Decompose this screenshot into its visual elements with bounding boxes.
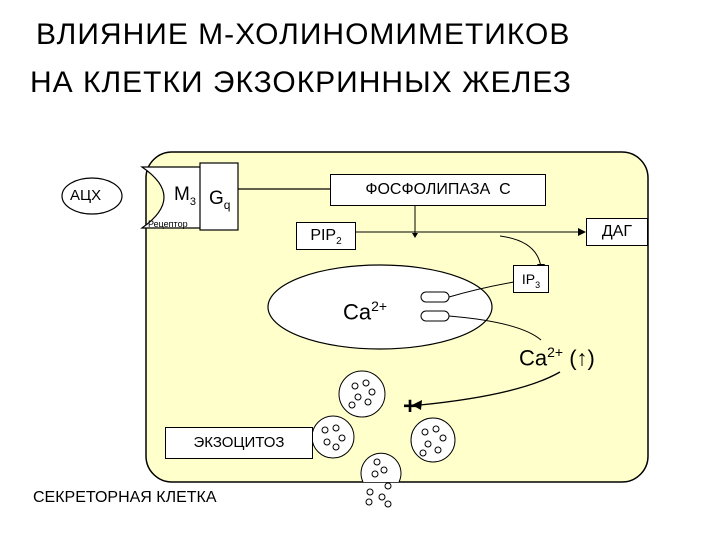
- phospholipase-c-label: ФОСФОЛИПАЗА С: [365, 181, 511, 198]
- receptor-label: Рецептор: [148, 219, 188, 229]
- calcium-store-label: Ca2+: [343, 298, 388, 325]
- cytosolic-calcium-label: Ca2+ (↑): [519, 344, 595, 371]
- dag-arrowhead: [578, 228, 586, 236]
- pip2-box: PIP2: [296, 222, 356, 250]
- ach-ellipse: [61, 177, 123, 215]
- granule-fusing: [360, 452, 402, 483]
- m3-receptor-shape: [140, 166, 203, 229]
- ca-channel-top: [420, 291, 450, 303]
- granule-right: [410, 417, 456, 463]
- granule-left: [311, 415, 355, 459]
- secretory-cell-label: СЕКРЕТОРНАЯ КЛЕТКА: [33, 489, 217, 506]
- plus-sign: +: [403, 393, 418, 420]
- ach-label: АЦХ: [70, 187, 102, 204]
- exocytosis-box: ЭКЗОЦИТОЗ: [165, 427, 313, 459]
- title-line-2: НА КЛЕТКИ ЭКЗОКРИННЫХ ЖЕЛЕЗ: [30, 66, 572, 99]
- released-contents: [365, 458, 392, 508]
- ip3-box: IP3: [513, 265, 549, 293]
- dag-box: ДАГ: [586, 218, 648, 246]
- ip3-to-channel-line: [448, 281, 515, 298]
- calcium-to-exocytosis-arrow: [419, 371, 561, 406]
- gq-label: Gq: [209, 188, 231, 212]
- exocytosis-label: ЭКЗОЦИТОЗ: [193, 434, 285, 451]
- calcium-store-er: [267, 264, 493, 350]
- arrow-up-icon: ↑: [576, 345, 588, 371]
- granule-upper: [338, 370, 386, 418]
- pip2-to-ip3-curve: [499, 235, 542, 269]
- plc-down-arrowhead: [412, 233, 418, 238]
- phospholipase-c-box: ФОСФОЛИПАЗА С: [330, 174, 546, 206]
- exocytosis-arrowhead: [412, 400, 422, 410]
- ca-channel-bottom: [420, 310, 450, 322]
- title-line-1: ВЛИЯНИЕ М-ХОЛИНОМИМЕТИКОВ: [36, 18, 571, 51]
- gq-protein-box: [199, 162, 239, 231]
- m3-label: М3: [174, 184, 196, 208]
- dag-label: ДАГ: [601, 223, 633, 240]
- ip3-label: IP3: [521, 271, 541, 290]
- channel-to-cytosol-line: [448, 315, 542, 341]
- pip2-label: PIP2: [310, 227, 342, 248]
